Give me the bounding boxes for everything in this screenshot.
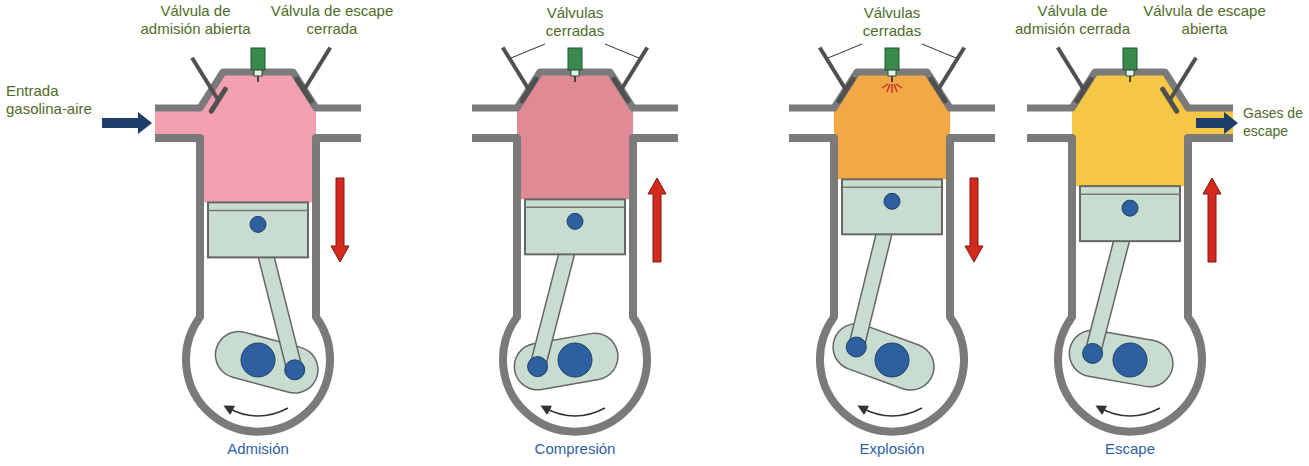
- chamber-gas: [200, 72, 316, 202]
- cylinder-head: [155, 72, 361, 108]
- valve-label: Válvula de admisión abierta: [133, 2, 258, 38]
- cylinder-head: [472, 72, 678, 108]
- valve-head: [1077, 79, 1091, 101]
- piston-ring: [525, 207, 625, 209]
- stroke-title: Explosión: [822, 440, 962, 458]
- crankshaft: [1113, 343, 1147, 377]
- crank-pin: [846, 337, 866, 357]
- piston-ring: [842, 187, 942, 189]
- valve-head: [297, 79, 311, 101]
- stroke-title: Admisión: [188, 440, 328, 458]
- engine: [472, 48, 678, 432]
- piston: [208, 202, 308, 257]
- spark-plug-insulator: [1126, 70, 1134, 76]
- spark-plug-tip: [574, 76, 576, 82]
- chamber-gas: [834, 72, 950, 179]
- leader-line: [605, 44, 639, 58]
- rotation-arrow: [862, 408, 922, 416]
- stroke-title: Compresión: [505, 440, 645, 458]
- spark: [896, 84, 902, 88]
- leader-line: [922, 44, 956, 58]
- spark: [887, 84, 890, 92]
- engine: [155, 48, 361, 432]
- cylinder-wall: [155, 138, 361, 432]
- spark: [882, 84, 888, 88]
- stroke-title: Escape: [1060, 440, 1200, 458]
- intake-port-gas: [155, 108, 205, 138]
- flow-arrow: [102, 112, 152, 134]
- valve-label: Válvula de escape cerrada: [262, 2, 402, 38]
- spark-plug-tip: [891, 76, 893, 82]
- rotation-arrow: [545, 408, 605, 416]
- rotation-arrow: [1100, 408, 1160, 416]
- spark-plug-insulator: [571, 70, 579, 76]
- valve-stem: [1058, 48, 1084, 91]
- valve-label: Válvulas cerradas: [520, 4, 630, 40]
- valve-head: [211, 89, 225, 111]
- cylinder-wall: [1027, 138, 1233, 432]
- piston-motion-arrow: [331, 178, 349, 262]
- piston-pin: [884, 193, 900, 209]
- engine: [789, 48, 995, 432]
- valve-stem: [192, 58, 218, 100]
- leader-line: [511, 44, 545, 58]
- spark-plug-tip: [257, 76, 259, 82]
- rotation-arrow: [228, 408, 288, 416]
- spark-plug: [885, 48, 899, 70]
- crankcase-interior: [820, 138, 964, 432]
- piston: [525, 199, 625, 254]
- piston-pin: [1122, 200, 1138, 216]
- piston: [1080, 186, 1180, 241]
- valve-label: Válvula de escape abierta: [1142, 2, 1267, 38]
- valve-stem: [621, 48, 647, 91]
- spark-plug-insulator: [888, 70, 896, 76]
- crank-pin: [1083, 343, 1103, 363]
- piston: [842, 179, 942, 234]
- spark: [891, 84, 893, 93]
- spark-plug: [1123, 48, 1137, 70]
- spark-plug-tip: [1129, 76, 1131, 82]
- valve-stem: [938, 48, 964, 91]
- valve-stem: [304, 48, 330, 91]
- valve-head: [614, 79, 628, 101]
- cylinder-head: [789, 72, 995, 108]
- valve-stem: [1170, 58, 1196, 100]
- valve-label: Válvulas cerradas: [837, 4, 947, 40]
- valve-head: [522, 79, 536, 101]
- valve-head: [839, 79, 853, 101]
- flow-label: Gases de escape: [1243, 104, 1305, 140]
- cylinder-wall: [472, 138, 678, 432]
- spark-plug: [251, 48, 265, 70]
- piston-ring: [1080, 193, 1180, 195]
- engine: [1027, 48, 1233, 432]
- chamber-gas: [1072, 72, 1188, 186]
- crankshaft: [558, 343, 592, 377]
- piston-motion-arrow: [648, 178, 666, 262]
- crankshaft: [241, 343, 275, 377]
- flow-label: Entrada gasolina-aire: [6, 82, 106, 118]
- cylinder-wall: [789, 138, 995, 432]
- valve-head: [1163, 89, 1177, 111]
- crank-pin: [285, 360, 305, 380]
- valve-stem: [503, 48, 529, 91]
- flow-arrow: [1196, 112, 1238, 134]
- chamber-gas: [517, 72, 633, 199]
- leader-line: [828, 44, 862, 58]
- piston-pin: [250, 216, 266, 232]
- piston-pin: [567, 213, 583, 229]
- piston-ring: [208, 210, 308, 212]
- valve-label: Válvula de admisión cerrada: [1010, 2, 1135, 38]
- spark-plug-insulator: [254, 70, 262, 76]
- crank-pin: [528, 357, 548, 377]
- spark-plug: [568, 48, 582, 70]
- cylinder-head: [1027, 72, 1233, 108]
- crankshaft: [875, 343, 909, 377]
- piston-motion-arrow: [1203, 178, 1221, 262]
- piston-motion-arrow: [965, 178, 983, 262]
- valve-stem: [820, 48, 846, 91]
- valve-head: [931, 79, 945, 101]
